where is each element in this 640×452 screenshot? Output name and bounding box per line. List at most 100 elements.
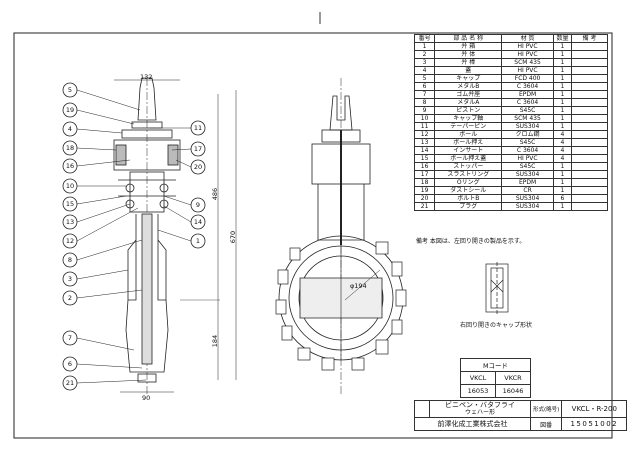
cell-material: S45C xyxy=(501,138,554,147)
cell-material: HI PVC xyxy=(501,50,554,59)
cell-name: ゴム弁座 xyxy=(434,90,503,99)
cell-name: プラグ xyxy=(434,202,503,211)
cell-remarks xyxy=(571,82,608,91)
callout-label: 13 xyxy=(65,218,75,226)
cell-material: C 3604 xyxy=(501,146,554,155)
callout-label: 9 xyxy=(195,201,201,209)
side-view xyxy=(113,77,237,395)
cap-caption: 右回り開きのキャップ形状 xyxy=(460,322,533,329)
callout-label: 19 xyxy=(65,106,75,114)
cell-qty: 1 xyxy=(552,170,573,179)
callout-label: 12 xyxy=(65,237,75,245)
dim-132: 132 xyxy=(140,73,153,81)
cell-name: スラストリング xyxy=(434,170,503,179)
cell-qty: 1 xyxy=(552,74,573,83)
cell-no: 14 xyxy=(413,146,436,155)
cell-qty: 1 xyxy=(552,42,573,51)
cell-remarks xyxy=(571,202,608,211)
dim-90: 90 xyxy=(142,394,151,402)
cell-no: 3 xyxy=(413,58,436,67)
cell-qty: 1 xyxy=(552,178,573,187)
header-material: 材 質 xyxy=(501,34,554,43)
cell-no: 10 xyxy=(413,114,436,123)
cell-name: 弁 体 xyxy=(434,50,503,59)
cell-no: 2 xyxy=(413,50,436,59)
cell-remarks xyxy=(571,74,608,83)
cell-material: HI PVC xyxy=(501,66,554,75)
cell-material: HI PVC xyxy=(501,154,554,163)
header-remarks: 備 考 xyxy=(571,34,608,43)
cell-no: 8 xyxy=(413,98,436,107)
m-code-val: 16046 xyxy=(495,384,531,398)
cell-qty: 6 xyxy=(552,194,573,203)
cell-material: SUS304 xyxy=(501,202,554,211)
cell-remarks xyxy=(571,146,608,155)
cell-qty: 1 xyxy=(552,58,573,67)
cell-qty: 1 xyxy=(552,90,573,99)
cell-remarks xyxy=(571,50,608,59)
callout-label: 11 xyxy=(193,124,203,132)
m-code-title: Mコード xyxy=(460,358,531,372)
note: 備考 本図は、左回り開きの製品を示す。 xyxy=(416,238,526,245)
cell-remarks xyxy=(571,170,608,179)
cell-qty: 1 xyxy=(552,98,573,107)
cell-name: 弁 箱 xyxy=(434,42,503,51)
cell-material: クロム鋼 xyxy=(501,130,554,139)
cell-material: FCD 400 xyxy=(501,74,554,83)
cell-remarks xyxy=(571,58,608,67)
callout-label: 20 xyxy=(193,163,203,171)
callout-label: 4 xyxy=(67,125,73,133)
cell-remarks xyxy=(571,114,608,123)
callout-label: 15 xyxy=(65,200,75,208)
cell-qty: 4 xyxy=(552,146,573,155)
cell-qty: 1 xyxy=(552,186,573,195)
header-no: 番号 xyxy=(413,34,436,43)
m-code-col: VKCR xyxy=(495,371,531,385)
model-value: VKCL・R-200 xyxy=(561,400,628,418)
table-header-row: 番号 部 品 名 称 材 質 数量 備 考 xyxy=(413,34,608,43)
cell-name: ストッパー xyxy=(434,162,503,171)
callout-label: 2 xyxy=(67,294,73,302)
cell-name: テーパーピン xyxy=(434,122,503,131)
cell-remarks xyxy=(571,106,608,115)
cell-qty: 1 xyxy=(552,82,573,91)
dim-184: 184 xyxy=(211,334,220,348)
cell-remarks xyxy=(571,98,608,107)
cell-no: 17 xyxy=(413,170,436,179)
cell-no: 16 xyxy=(413,162,436,171)
cell-material: S45C xyxy=(501,162,554,171)
dim-phi194: φ194 xyxy=(350,282,367,290)
cell-name: キャップ軸 xyxy=(434,114,503,123)
callout-label: 1 xyxy=(195,237,201,245)
cell-name: インサート xyxy=(434,146,503,155)
m-code-val: 16053 xyxy=(460,384,496,398)
cell-remarks xyxy=(571,66,608,75)
cell-material: C 3604 xyxy=(501,82,554,91)
cell-remarks xyxy=(571,178,608,187)
cell-material: SCM 435 xyxy=(501,114,554,123)
header-qty: 数量 xyxy=(552,34,573,43)
callout-label: 8 xyxy=(67,256,73,264)
cell-qty: 1 xyxy=(552,106,573,115)
cell-qty: 1 xyxy=(552,162,573,171)
cell-qty: 1 xyxy=(552,122,573,131)
cell-qty: 1 xyxy=(552,114,573,123)
cell-qty: 4 xyxy=(552,130,573,139)
